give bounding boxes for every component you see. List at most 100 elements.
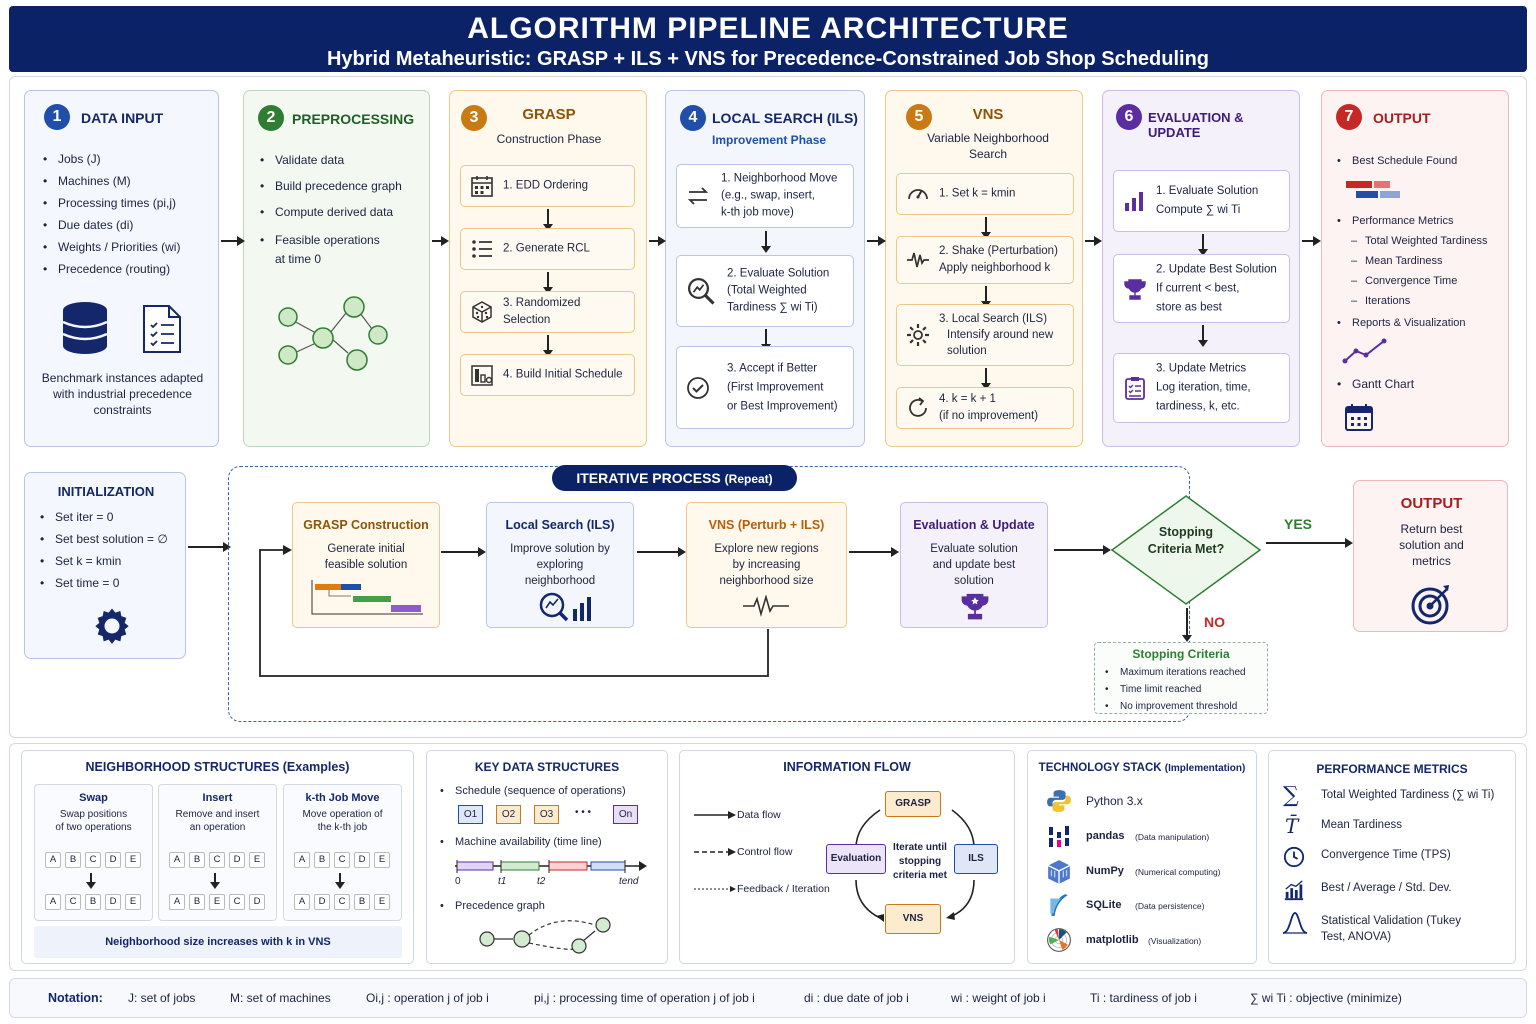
step-detail: (Total Weighted [727,284,807,297]
arrow-right [649,236,666,246]
tech-name: Python 3.x [1086,794,1143,808]
step-detail: (First Improvement [727,381,824,393]
matplotlib-icon [1047,928,1071,952]
page-subtitle: Hybrid Metaheuristic: GRASP + ILS + VNS … [326,48,1210,70]
final-output-box: OUTPUT Return best solution and metrics [1353,480,1508,632]
box-desc: Improve solution by exploring neighborho… [510,543,610,587]
legend-label: Control flow [737,846,793,858]
data-input-list: Jobs (J) Machines (M) Processing times (… [43,152,215,284]
panel-title: KEY DATA STRUCTURES [474,760,620,774]
tech-name: matplotlib [1086,934,1139,946]
arrow-down [1198,234,1208,256]
sigma-icon: ∑ [1283,783,1299,808]
step-label: 4. k = k + 1 [939,393,996,405]
op-box: O2 [496,805,521,824]
stage-title: OUTPUT [1373,110,1431,126]
stage-number: 6 [1116,104,1142,130]
tech-title: TECHNOLOGY STACK [1038,762,1162,774]
arrow-down [543,209,553,231]
op-box: O3 [534,805,559,824]
sequence-cell: E [374,852,390,868]
list-item: Due dates (di) [43,218,215,233]
sequence-cell: C [65,894,81,910]
data-input-caption: Benchmark instances adapted with industr… [41,371,204,417]
arrow-right [1054,545,1111,555]
notation-item: ∑ wi Ti : objective (minimize) [1250,991,1402,1005]
arrow-down [86,873,96,889]
arrow-right [1302,236,1321,246]
arrow-down [335,873,345,889]
sequence-cell: B [314,852,330,868]
list-icon [472,240,492,258]
document-icon [143,305,181,353]
step-detail: store as best [1156,301,1222,313]
move-desc: Swap positions [59,809,128,820]
move-desc: Move operation of [302,809,383,820]
stage-subtitle: Variable Neighborhood Search [927,131,1049,161]
grasp-step-build: 4. Build Initial Schedule [460,354,635,396]
sequence-cell: C [229,894,245,910]
tech-suffix: (Implementation) [1164,763,1246,774]
sequence-cell: A [294,852,310,868]
stage-output: 7 OUTPUT Best Schedule Found Performance… [1321,90,1509,447]
list-item: Time limit reached [1105,682,1265,697]
box-desc: Generate initial feasible solution [324,543,408,571]
step-label: 3. Update Metrics [1156,362,1247,375]
metric-label: Statistical Validation (Tukey Test, ANOV… [1321,915,1461,943]
pulse-icon [743,595,789,617]
initialization-title: INITIALIZATION [57,484,155,499]
stage-title: EVALUATION & UPDATE [1148,110,1244,140]
stage-title: PREPROCESSING [292,111,415,127]
magnifier-chart-icon [688,278,715,305]
sequence-cell: C [85,852,101,868]
trend-line-icon [1342,338,1387,364]
box-desc: Evaluate solution and update best soluti… [930,543,1018,587]
key-data-structures-panel: KEY DATA STRUCTURES Schedule (sequence o… [426,750,668,964]
op-box: On [613,805,638,824]
list-item: Compute derived data [260,205,425,220]
box-title: VNS (Perturb + ILS) [708,518,825,532]
arrow-right [849,547,899,557]
stopping-title: Stopping Criteria [1132,647,1230,661]
information-flow-panel: INFORMATION FLOW Data flow Control flow … [679,750,1015,964]
box-desc: Explore new regions by increasing neighb… [714,543,819,587]
numpy-icon [1047,860,1071,884]
stage-title: VNS [972,106,1004,123]
arrow-right [221,236,245,246]
tech-desc: (Data persistence) [1135,901,1205,911]
tick-label: tend [619,876,639,887]
list-subitem: Iterations [1337,294,1507,309]
arrow-right [637,547,686,557]
sequence-cell: A [45,894,61,910]
python-icon [1047,790,1071,812]
list-item: Set k = kmin [40,554,185,569]
move-title: Swap [79,792,108,804]
step-detail: Intensify around new solution [947,329,1054,357]
bottom-frame [9,743,1527,971]
arrow-down-no [1182,608,1192,642]
arrow-right-yes [1266,538,1353,548]
move-title: k-th Job Move [305,792,380,804]
output-list: Best Schedule Found [1337,154,1507,176]
vns-step-local-search: 3. Local Search (ILS)Intensify around ne… [896,304,1074,366]
sequence-cell: A [169,852,185,868]
legend-label: Data flow [737,809,781,821]
stage-grasp: 3 GRASP Construction Phase 1. EDD Orderi… [449,90,647,447]
stage-title: GRASP [522,106,576,123]
list-item: Machine availability (time line) [440,835,665,850]
tick-label: 0 [455,876,461,887]
step-label: 3. Randomized Selection [503,297,581,326]
sequence-cell: B [354,894,370,910]
iter-grasp-box: GRASP Construction Generate initial feas… [292,502,440,628]
ds-item: Precedence graph [440,899,665,921]
check-circle-icon [687,376,709,399]
stage-subtitle: Construction Phase [496,132,602,146]
notation-item: M: set of machines [230,991,331,1005]
sequence-cell: C [209,852,225,868]
vns-step-set: 1. Set k = kmin [896,173,1074,215]
list-item: Jobs (J) [43,152,215,167]
notation-item: Oi,j : operation j of job i [366,991,489,1005]
